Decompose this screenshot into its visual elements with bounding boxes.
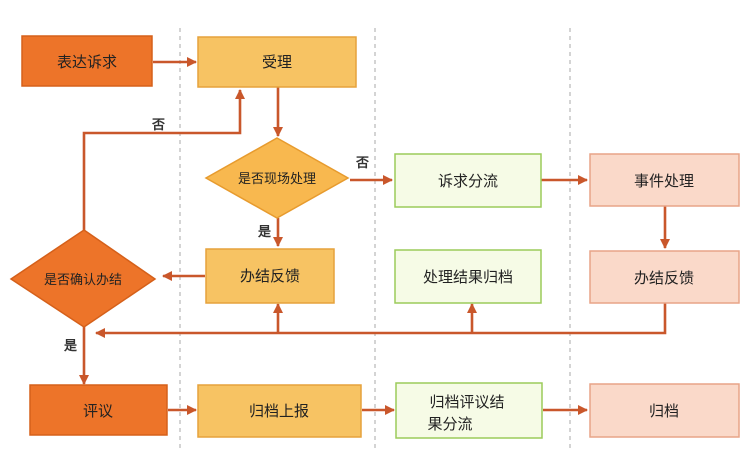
node-archive-results-label: 处理结果归档 — [423, 268, 513, 286]
edges — [79, 57, 670, 415]
node-archive-report: 归档上报 — [197, 384, 362, 438]
node-evaluation: 评议 — [29, 384, 168, 436]
node-feedback-center: 办结反馈 — [205, 248, 335, 304]
node-feedback-right-label: 办结反馈 — [634, 269, 694, 287]
node-archive-label: 归档 — [649, 402, 679, 420]
node-event-handling: 事件处理 — [589, 153, 740, 207]
node-archive-results: 处理结果归档 — [394, 249, 542, 304]
node-accept: 受理 — [197, 36, 357, 88]
node-archive-eval: 归档评议结 果分流 — [395, 382, 543, 439]
node-express-appeal-label: 表达诉求 — [57, 53, 117, 71]
node-evaluation-label: 评议 — [83, 402, 113, 420]
node-feedback-right: 办结反馈 — [589, 250, 740, 304]
node-express-appeal: 表达诉求 — [21, 35, 153, 87]
edge-feedback-right-return — [95, 303, 667, 338]
edge-label-no-middle: 否 — [355, 156, 369, 171]
node-appeal-diversion-label: 诉求分流 — [438, 172, 498, 190]
node-accept-label: 受理 — [262, 53, 292, 71]
node-event-handling-label: 事件处理 — [634, 172, 694, 190]
node-archive-report-label: 归档上报 — [249, 402, 309, 420]
node-archive-eval-label-line2: 果分流 — [427, 415, 472, 433]
decision-confirm-label: 是否确认办结 — [44, 273, 122, 288]
edge-label-no-top: 否 — [151, 118, 165, 133]
edge-label-yes-left: 是 — [63, 339, 78, 354]
edge-confirm-no-loop — [82, 89, 245, 230]
node-archive: 归档 — [589, 383, 740, 438]
decision-onsite-label: 是否现场处理 — [238, 172, 316, 187]
decision-confirm: 是否确认办结 — [9, 229, 157, 328]
node-archive-eval-label-line1: 归档评议结 — [429, 393, 504, 411]
decision-onsite: 是否现场处理 — [204, 137, 350, 219]
edge-label-yes-center: 是 — [257, 225, 272, 240]
node-feedback-center-label: 办结反馈 — [240, 267, 300, 285]
node-appeal-diversion: 诉求分流 — [394, 153, 542, 208]
